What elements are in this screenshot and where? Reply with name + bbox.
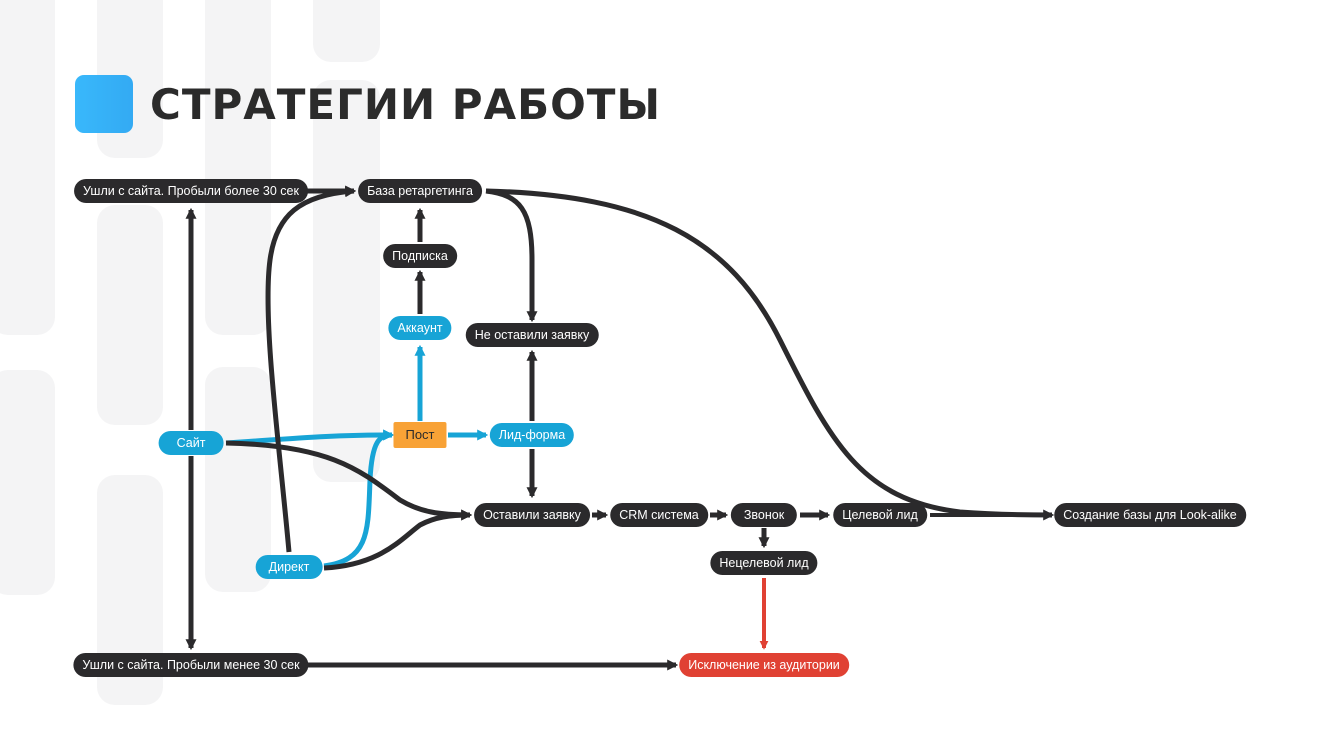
node-lead-form[interactable]: Лид-форма	[489, 423, 575, 447]
node-retargeting-base[interactable]: База ретаргетинга	[358, 179, 482, 203]
node-left-request[interactable]: Оставили заявку	[474, 503, 590, 527]
node-account[interactable]: Аккаунт	[388, 316, 452, 340]
node-exclusion[interactable]: Исключение из аудитории	[679, 653, 849, 677]
title-accent-square	[75, 75, 133, 133]
node-non-target-lead[interactable]: Нецелевой лид	[710, 551, 818, 575]
edge-direct-post	[323, 429, 395, 569]
node-target-lead[interactable]: Целевой лид	[833, 503, 927, 527]
node-no-request[interactable]: Не оставили заявку	[465, 323, 599, 347]
edge-direct-base	[265, 186, 357, 553]
edge-site-post	[225, 429, 395, 446]
node-left-site-less-30[interactable]: Ушли с сайта. Пробыли менее 30 сек	[73, 653, 309, 677]
page-header: СТРАТЕГИИ РАБОТЫ	[75, 75, 661, 133]
node-call[interactable]: Звонок	[730, 503, 798, 527]
node-crm-system[interactable]: CRM система	[610, 503, 708, 527]
background-decor-bar	[313, 0, 380, 62]
background-decor-bar	[205, 367, 271, 592]
page-title: СТРАТЕГИИ РАБОТЫ	[150, 79, 661, 129]
node-post[interactable]: Пост	[393, 422, 447, 448]
node-direct[interactable]: Директ	[255, 555, 323, 579]
background-decor-bar	[313, 80, 380, 482]
node-left-site-more-30[interactable]: Ушли с сайта. Пробыли более 30 сек	[74, 179, 308, 203]
edge-direct-leftrequest	[323, 509, 473, 571]
node-lookalike-base[interactable]: Создание базы для Look-alike	[1054, 503, 1246, 527]
background-decor-bar	[97, 205, 163, 425]
background-decor-bar	[0, 370, 55, 595]
node-site[interactable]: Сайт	[158, 431, 224, 455]
background-decor-bar	[0, 0, 55, 335]
edge-base-lookalike	[485, 188, 1055, 521]
background-decor-bar	[205, 0, 271, 335]
edge-site-leftrequest	[225, 440, 473, 521]
edge-base-norequest	[485, 188, 538, 323]
node-subscription[interactable]: Подписка	[383, 244, 457, 268]
